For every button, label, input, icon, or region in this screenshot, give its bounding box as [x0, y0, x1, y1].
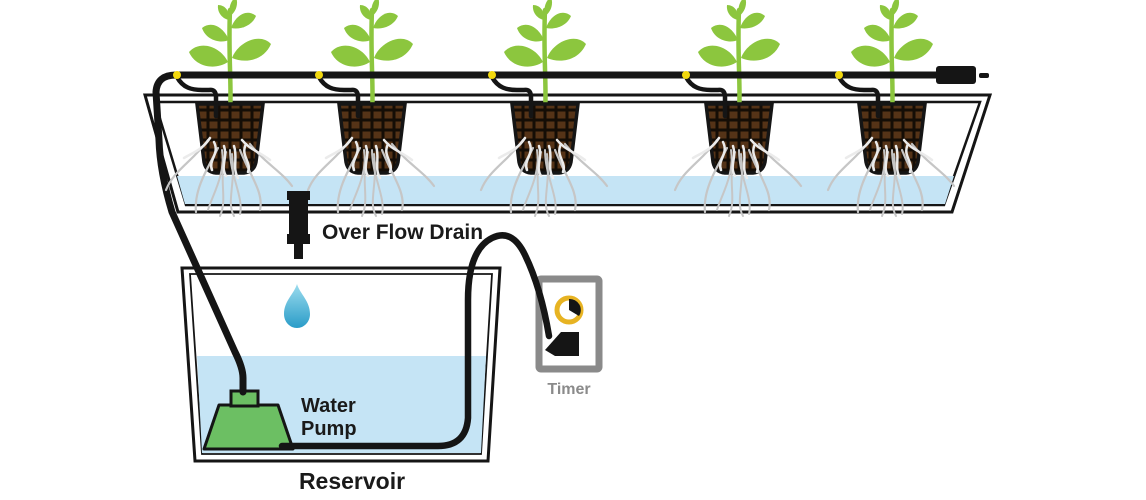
clock-icon — [554, 295, 584, 325]
water-pump-label-line1: Water — [301, 395, 356, 417]
water-pump — [202, 403, 295, 451]
water-drop-icon — [284, 284, 310, 328]
overflow-drain-label: Over Flow Drain — [322, 221, 483, 244]
plug-icon — [545, 332, 579, 356]
reservoir — [180, 266, 502, 463]
power-cord — [278, 232, 553, 450]
water-pump-label-line2: Pump — [301, 418, 357, 440]
tray-water — [177, 176, 954, 204]
timer-label: Timer — [547, 381, 590, 398]
drip-line-end-cap — [936, 66, 976, 84]
overflow-drain-icon — [287, 191, 310, 259]
drip-line-end-dash — [979, 73, 989, 78]
reservoir-label: Reservoir — [299, 468, 405, 494]
drip-supply-line — [152, 71, 942, 396]
